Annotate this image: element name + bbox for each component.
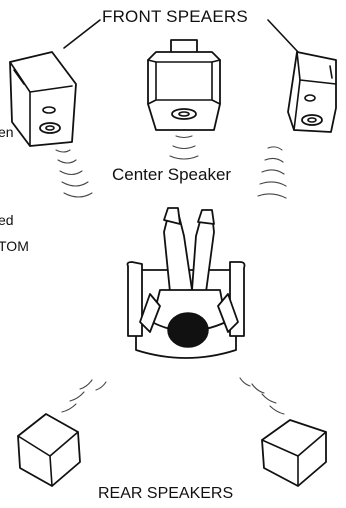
- rear-left-speaker: [18, 414, 80, 486]
- sound-waves-rear-right: [240, 378, 284, 414]
- sound-waves-front-right: [258, 147, 286, 198]
- rear-speakers-label: REAR SPEAKERS: [98, 485, 233, 503]
- cut-off-text-3: TOM: [0, 238, 29, 254]
- rear-right-speaker: [262, 420, 326, 486]
- center-speaker: [148, 40, 220, 130]
- cut-off-text-2: ed: [0, 212, 14, 228]
- sound-waves-rear-left: [62, 380, 106, 412]
- listener-in-chair: [128, 208, 245, 358]
- cut-off-text-1: en: [0, 124, 14, 140]
- front-speakers-label: FRONT SPEAERS: [102, 7, 248, 27]
- sound-waves-front-left: [56, 150, 92, 197]
- sound-waves-center: [170, 136, 198, 159]
- front-right-speaker: [288, 52, 336, 132]
- front-left-speaker: [10, 52, 76, 146]
- center-speaker-label: Center Speaker: [112, 165, 231, 185]
